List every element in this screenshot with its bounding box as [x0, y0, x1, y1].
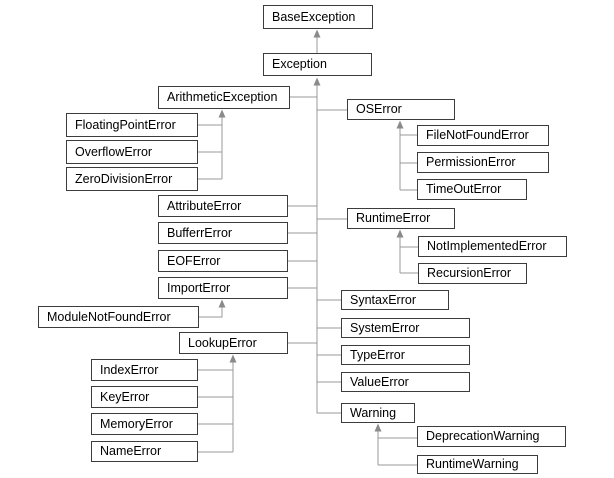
node-floating-point-error: FloatingPointError	[66, 113, 198, 137]
node-exception: Exception	[263, 53, 372, 76]
node-value-error: ValueError	[341, 372, 470, 392]
node-not-implemented-error: NotImplementedError	[418, 236, 567, 257]
node-syntax-error: SyntaxError	[341, 290, 449, 310]
node-type-error: TypeError	[341, 345, 470, 365]
node-import-error: ImportError	[158, 277, 288, 299]
node-os-error: OSError	[347, 99, 455, 120]
node-name-error: NameError	[91, 441, 198, 462]
node-recursion-error: RecursionError	[418, 263, 527, 284]
node-runtime-error: RuntimeError	[347, 208, 455, 229]
node-index-error: IndexError	[91, 359, 198, 381]
node-lookup-error: LookupError	[179, 332, 288, 354]
node-module-not-found-error: ModuleNotFoundError	[38, 306, 199, 328]
node-system-error: SystemError	[341, 318, 470, 338]
node-timeout-error: TimeOutError	[417, 179, 527, 200]
node-attribute-error: AttributeError	[158, 195, 288, 217]
node-runtime-warning: RuntimeWarning	[417, 455, 538, 474]
node-file-not-found-error: FileNotFoundError	[417, 125, 549, 146]
node-key-error: KeyError	[91, 386, 198, 408]
node-base-exception: BaseException	[263, 5, 373, 29]
node-warning: Warning	[341, 403, 415, 423]
node-buffer-error: BufferrError	[158, 222, 288, 244]
node-eof-error: EOFError	[158, 250, 288, 272]
node-deprecation-warning: DeprecationWarning	[417, 426, 566, 447]
node-memory-error: MemoryError	[91, 413, 198, 435]
node-arithmetic-exception: ArithmeticException	[158, 86, 290, 109]
node-zero-division-error: ZeroDivisionError	[66, 167, 198, 191]
node-permission-error: PermissionError	[417, 152, 549, 173]
node-overflow-error: OverflowError	[66, 140, 198, 164]
